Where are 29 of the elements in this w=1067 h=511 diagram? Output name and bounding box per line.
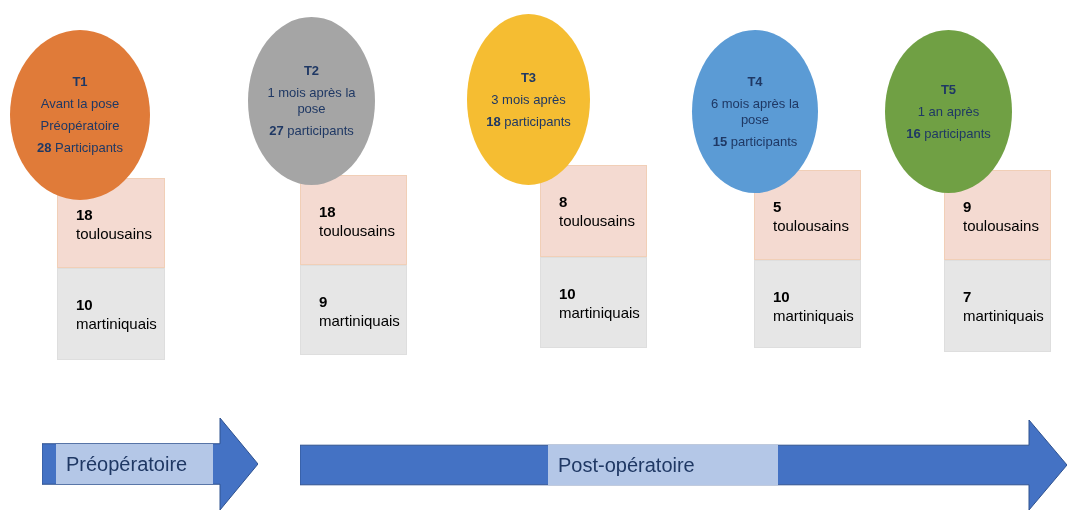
count-box: 5 toulousains	[754, 170, 861, 260]
count-box: 10 martiniquais	[57, 268, 165, 360]
timepoint-label: T2	[303, 63, 320, 79]
phase-arrow	[42, 418, 258, 510]
timepoint-text: 27 participants	[269, 123, 354, 139]
timepoint-label: T4	[747, 73, 763, 90]
timepoint-text: 16 participants	[906, 125, 991, 142]
phase-label: Post-opératoire	[548, 445, 778, 485]
timepoint-label: T3	[520, 69, 537, 86]
count-box: 7 martiniquais	[944, 260, 1051, 352]
timepoint-label: T5	[940, 81, 957, 98]
count-box: 10 martiniquais	[754, 260, 861, 348]
timepoint-text: 3 mois après	[491, 91, 566, 108]
timepoint-text: 18 participants	[486, 113, 571, 130]
timepoint-text: 6 mois après la pose	[709, 95, 801, 128]
count-box: 9 martiniquais	[300, 265, 407, 355]
count-box: 10 martiniquais	[540, 257, 647, 348]
timepoint-text: Avant la pose	[40, 96, 120, 112]
timepoint-text: 1 an après	[917, 103, 980, 120]
phase-arrow	[300, 420, 1067, 510]
count-box: 18 toulousains	[300, 175, 407, 265]
timepoint-label: T1	[72, 74, 88, 90]
timepoint-text: 28 Participants	[37, 140, 123, 156]
timepoint-text: 1 mois après la pose	[266, 85, 357, 117]
count-box: 9 toulousains	[944, 170, 1051, 260]
phase-label: Préopératoire	[56, 444, 213, 484]
timepoint-text: Préopératoire	[40, 118, 120, 134]
count-box: 8 toulousains	[540, 165, 647, 257]
timepoint-text: 15 participants	[712, 133, 798, 150]
